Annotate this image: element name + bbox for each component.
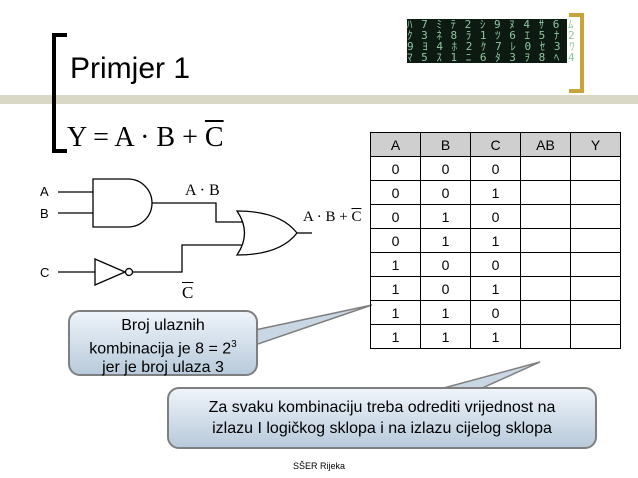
cell-b: 0 bbox=[420, 276, 471, 301]
cell-a: 1 bbox=[370, 252, 421, 277]
or-gate bbox=[235, 210, 298, 256]
cell-b: 1 bbox=[420, 300, 471, 325]
matrix-row: 9 ﾖ 4 ﾎ 2 ｹ 7 ﾚ 0 ｾ 3 ﾜ bbox=[407, 40, 576, 53]
cell-b: 1 bbox=[420, 204, 471, 229]
callout-exponent: 3 bbox=[231, 339, 237, 350]
cell-a: 1 bbox=[370, 300, 421, 325]
cell-ab bbox=[520, 300, 571, 325]
input-b-label: B bbox=[40, 206, 49, 221]
callout-line-1: Broj ulaznih bbox=[121, 317, 205, 334]
footer-text: SŠER Rijeka bbox=[292, 461, 346, 471]
cell-c: 0 bbox=[470, 204, 521, 229]
cell-c: 1 bbox=[470, 324, 521, 349]
header-b: B bbox=[420, 132, 471, 157]
cell-ab bbox=[520, 228, 571, 253]
cell-c: 1 bbox=[470, 276, 521, 301]
cell-y bbox=[570, 276, 621, 301]
cell-c: 0 bbox=[470, 300, 521, 325]
or-output-negated-c: C bbox=[351, 209, 362, 225]
cell-a: 0 bbox=[370, 228, 421, 253]
cell-a: 0 bbox=[370, 156, 421, 181]
header-a: A bbox=[370, 132, 421, 157]
cell-a: 0 bbox=[370, 180, 421, 205]
formula-main: Y = A · B + bbox=[67, 122, 205, 153]
cell-y bbox=[570, 204, 621, 229]
cell-ab bbox=[520, 180, 571, 205]
cell-y bbox=[570, 324, 621, 349]
and-gate bbox=[92, 178, 153, 228]
cell-y bbox=[570, 156, 621, 181]
matrix-row: ﾊ 7 ﾐ ﾃ 2 ｼ 9 ﾇ 4 ｻ 6 ﾑ bbox=[407, 18, 575, 31]
cell-y bbox=[570, 180, 621, 205]
callout-2-pointer bbox=[439, 361, 541, 390]
cell-a: 1 bbox=[370, 276, 421, 301]
input-c-label: C bbox=[40, 265, 50, 280]
input-a-label: A bbox=[40, 184, 49, 199]
cell-b: 0 bbox=[420, 180, 471, 205]
left-bracket-decoration bbox=[52, 33, 67, 153]
cell-ab bbox=[520, 156, 571, 181]
matrix-code-image: ﾊ 7 ﾐ ﾃ 2 ｼ 9 ﾇ 4 ｻ 6 ﾑ ｸ 3 ﾈ 8 ﾗ 1 ﾂ 6 … bbox=[407, 18, 576, 64]
or-output-label: A · B + C bbox=[303, 209, 361, 226]
combinations-callout: Broj ulaznih kombinacija je 8 = 23 jer j… bbox=[68, 310, 258, 376]
or-output-main: A · B + bbox=[303, 209, 352, 225]
header-ab: AB bbox=[520, 132, 571, 157]
cell-b: 0 bbox=[420, 156, 471, 181]
cell-ab bbox=[520, 252, 571, 277]
cell-a: 0 bbox=[370, 204, 421, 229]
not-gate bbox=[94, 258, 127, 286]
callout-line-2: kombinacija je 8 = 23 bbox=[70, 335, 256, 358]
instruction-line-2: izlazu I logičkog sklopa i na izlazu cij… bbox=[212, 420, 552, 437]
formula-negated-c: C bbox=[204, 122, 224, 153]
cell-y bbox=[570, 228, 621, 253]
cell-c: 0 bbox=[470, 252, 521, 277]
not-output-label: C bbox=[182, 283, 194, 302]
cell-b: 0 bbox=[420, 252, 471, 277]
not-output-wire bbox=[133, 244, 243, 273]
callout-line-2-text: kombinacija je 8 = 2 bbox=[89, 340, 232, 358]
boolean-formula: Y = A · B + C bbox=[67, 122, 224, 154]
cell-c: 1 bbox=[470, 228, 521, 253]
callout-1-pointer bbox=[254, 304, 373, 347]
cell-y bbox=[570, 300, 621, 325]
cell-c: 0 bbox=[470, 156, 521, 181]
cell-b: 1 bbox=[420, 324, 471, 349]
and-output-label: A · B bbox=[185, 182, 220, 199]
right-bracket-decoration bbox=[569, 13, 584, 93]
cell-ab bbox=[520, 276, 571, 301]
and-output-wire bbox=[152, 202, 243, 223]
truth-table-header: A B C AB Y bbox=[370, 132, 621, 157]
matrix-row: ﾏ 5 ｽ 1 ﾆ 6 ﾀ 3 ｦ 8 ﾍ 4 bbox=[407, 51, 576, 64]
header-y: Y bbox=[570, 132, 621, 157]
cell-b: 1 bbox=[420, 228, 471, 253]
cell-ab bbox=[520, 324, 571, 349]
title-underline-bar bbox=[0, 95, 638, 104]
cell-y bbox=[570, 252, 621, 277]
slide-title: Primjer 1 bbox=[70, 52, 191, 85]
callout-line-3: jer je broj ulaza 3 bbox=[102, 359, 224, 377]
logic-circuit-diagram bbox=[58, 178, 312, 286]
header-c: C bbox=[470, 132, 521, 157]
matrix-row: ｸ 3 ﾈ 8 ﾗ 1 ﾂ 6 ｴ 5 ﾅ 2 bbox=[407, 29, 576, 42]
cell-a: 1 bbox=[370, 324, 421, 349]
cell-c: 1 bbox=[470, 180, 521, 205]
instruction-line-1: Za svaku kombinaciju treba odrediti vrij… bbox=[208, 399, 556, 416]
instruction-callout: Za svaku kombinaciju treba odrediti vrij… bbox=[167, 387, 597, 449]
cell-ab bbox=[520, 204, 571, 229]
not-gate-bubble bbox=[124, 267, 134, 277]
